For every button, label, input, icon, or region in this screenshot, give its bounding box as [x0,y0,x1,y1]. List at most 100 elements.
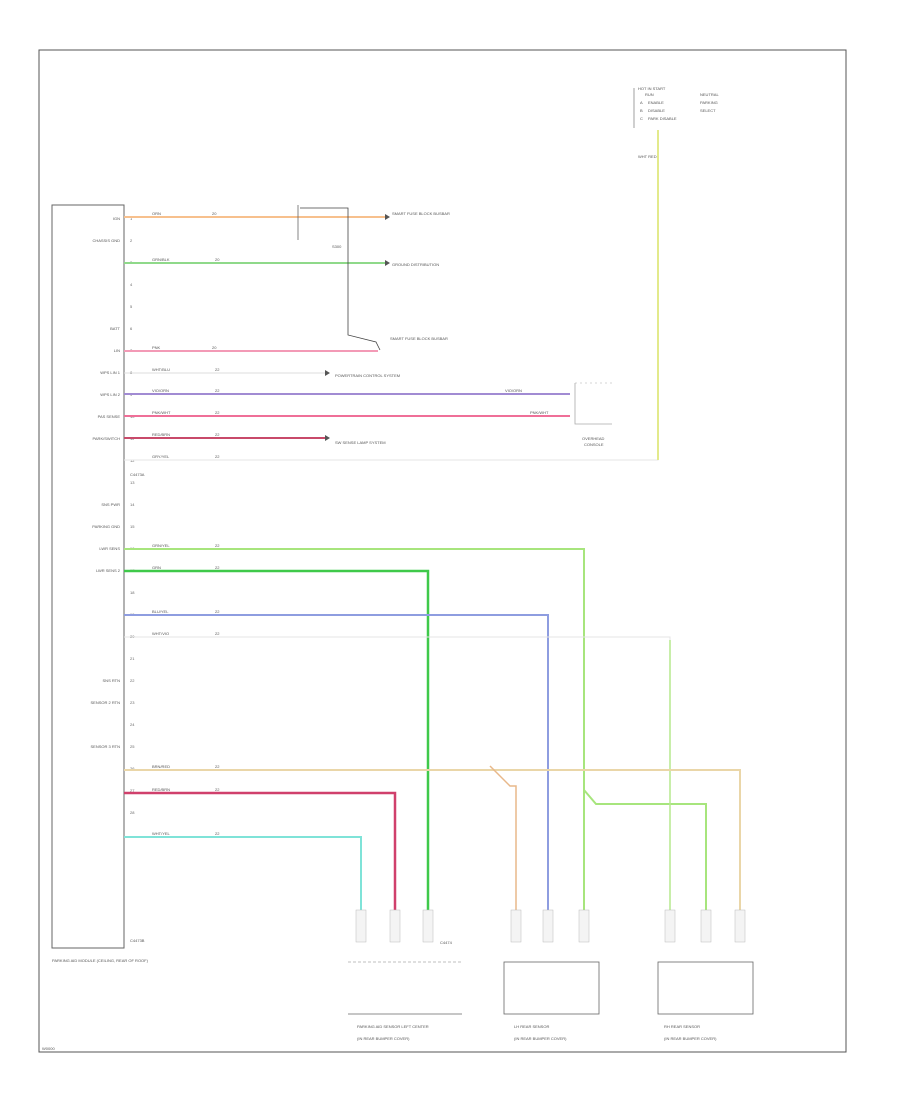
wire-sensor-3-rtn: WHT/YEL 22 [124,831,362,910]
wire-batt: SMART FUSE BLOCK BUSBAR PNK 20 [124,336,448,352]
wire-color-lwr2: WHT/VIO [152,631,169,636]
wire-color-ign: ORN [152,211,161,216]
wire-color-wps1: VIO/ORN [152,388,169,393]
module-pin-number: 28 [130,810,135,815]
wire-gauge-s2rtn: 22 [215,787,220,792]
dest-sw: SW SENSE LAMP SYSTEM [335,440,386,445]
wire-gauge-lin: 22 [215,367,220,372]
side-note: WHT RED [638,154,657,159]
sensor-title-2: RH REAR SENSOR [664,1024,700,1029]
wire-gauge-lwr: 22 [215,609,220,614]
switch-block-line-2: A [640,100,643,105]
module-pin-label: PARKING GND [92,524,120,529]
module-pin-label: WPS LIN 1 [100,370,121,375]
switch-value-0: NEUTRAL [700,92,719,97]
connector-bottom-label: C4473B [130,938,145,943]
wire-gauge-lwr2: 22 [215,631,220,636]
wire-ign: SMART FUSE BLOCK BUSBAR ORN 20 [124,211,450,220]
wire-gauge-pas: 22 [215,432,220,437]
module-pin-number: 1 [130,216,133,221]
wire-color-pas: RED/BRN [152,432,170,437]
sensor-lh-rear: LH REAR SENSOR (IN REAR BUMPER COVER) [503,961,600,1041]
sensor-sub-0: (IN REAR BUMPER COVER) [357,1036,410,1041]
wire-park-switch: GRY/YEL 22 [124,130,659,461]
switch-block-line-1: RUN [645,92,654,97]
wire-gauge-wps2: 22 [215,410,220,415]
wire-color-s2rtn: RED/BRN [152,787,170,792]
module-pin-number: 18 [130,590,135,595]
module-pin-number: 25 [130,744,135,749]
splice-line [300,207,381,351]
wire-color-wps2-right: PNK/WHT [530,410,549,415]
wire-wps-lin-1: VIO/ORN 22 VIO/ORN [124,388,570,395]
wire-wps-lin-2: PNK/WHT 22 PNK/WHT [124,410,570,417]
module-pin-label: SNS PWR [101,502,120,507]
sensor-left-center: PARKING AID SENSOR LEFT CENTER (IN REAR … [348,961,462,1041]
switch-value-1: PARKING [700,100,718,105]
switch-block-line-4: B [640,108,643,113]
module-pin-number: 4 [130,282,133,287]
module-pin-number: 22 [130,678,135,683]
wire-gauge-gnd: 20 [215,257,220,262]
wire-color-lin: WHT/BLU [152,367,170,372]
wire-color-lwr: BLU/YEL [152,609,169,614]
module-pin-number: 26 [130,766,135,771]
module-pin-label: PAS SENSE [98,414,121,419]
switch-value-2: SELECT [700,108,716,113]
module-pin-number: 15 [130,524,135,529]
wire-gauge-ign: 20 [212,211,217,216]
switch-block-line-5: DISABLE [648,108,665,113]
ecu-title: OVERHEAD [582,436,605,441]
switch-block-line-6: C [640,116,643,121]
module-pin-number: 13 [130,480,135,485]
wire-sns-pwr: GRN/YEL 22 [124,543,707,910]
module-pin-number: 6 [130,326,133,331]
wire-sensor-2-rtn: RED/BRN 22 [124,787,397,910]
sensor-connector-label: C4474 [440,940,453,945]
sensor-title-1: LH REAR SENSOR [514,1024,549,1029]
wire-gauge-pgnd: 22 [215,565,220,570]
wire-color-gnd: GRN/BLK [152,257,170,262]
module-pin-label: BATT [110,326,120,331]
module-pin-number: 5 [130,304,133,309]
module-pin-number: 21 [130,656,135,661]
wire-pas-sense: SW SENSE LAMP SYSTEM RED/BRN 22 [124,432,386,445]
connector-top-label: C4473A [130,472,145,477]
switch-block: HOT IN START RUN A ENABLE B DISABLE C PA… [633,86,719,159]
module-pin-number: 14 [130,502,135,507]
module-pin-label: LWR SENS [99,546,120,551]
dest-powertrain: POWERTRAIN CONTROL SYSTEM [335,373,400,378]
wire-color-park: GRY/YEL [152,454,170,459]
wire-color-wps2: PNK/WHT [152,410,171,415]
sensor-connectors [355,909,746,943]
dest-fuse: SMART FUSE BLOCK BUSBAR [392,211,450,216]
module-pin-label: LIN [114,348,120,353]
dest-ground: GROUND DISTRIBUTION [392,262,439,267]
module-pin-label: SNS RTN [103,678,121,683]
footer-code: W0000 [42,1046,55,1051]
sensor-rh-rear: RH REAR SENSOR (IN REAR BUMPER COVER) [657,961,754,1041]
module-label: PARKING AID MODULE (CEILING, REAR OF ROO… [52,958,149,963]
sensor-sub-2: (IN REAR BUMPER COVER) [664,1036,717,1041]
wire-lwr-sens: BLU/YEL 22 [124,609,549,910]
switch-block-line-0: HOT IN START [638,86,666,91]
wire-gauge-wps1: 22 [215,388,220,393]
wire-color-snsrtn: BRN/RED [152,764,170,769]
module-pin-label: CHASSIS GND [92,238,120,243]
wire-color-batt: PNK [152,345,161,350]
wire-color-snspwr: GRN/YEL [152,543,170,548]
dest-splice: SMART FUSE BLOCK BUSBAR [390,336,448,341]
wire-color-s3rtn: WHT/YEL [152,831,171,836]
diagram-border [38,49,847,1053]
wire-color-wps1-right: VIO/ORN [505,388,522,393]
module-pin-label: LWR SENS 2 [96,568,121,573]
wire-gauge-s3rtn: 22 [215,831,220,836]
wire-color-pgnd: GRN [152,565,161,570]
module-pin-number: 24 [130,722,135,727]
module-pin-label: PARK/SWITCH [93,436,121,441]
wire-lwr-sens-2: WHT/VIO 22 [124,631,671,910]
ecu-subtitle: CONSOLE [584,442,604,447]
splice-label: S300 [332,244,342,249]
